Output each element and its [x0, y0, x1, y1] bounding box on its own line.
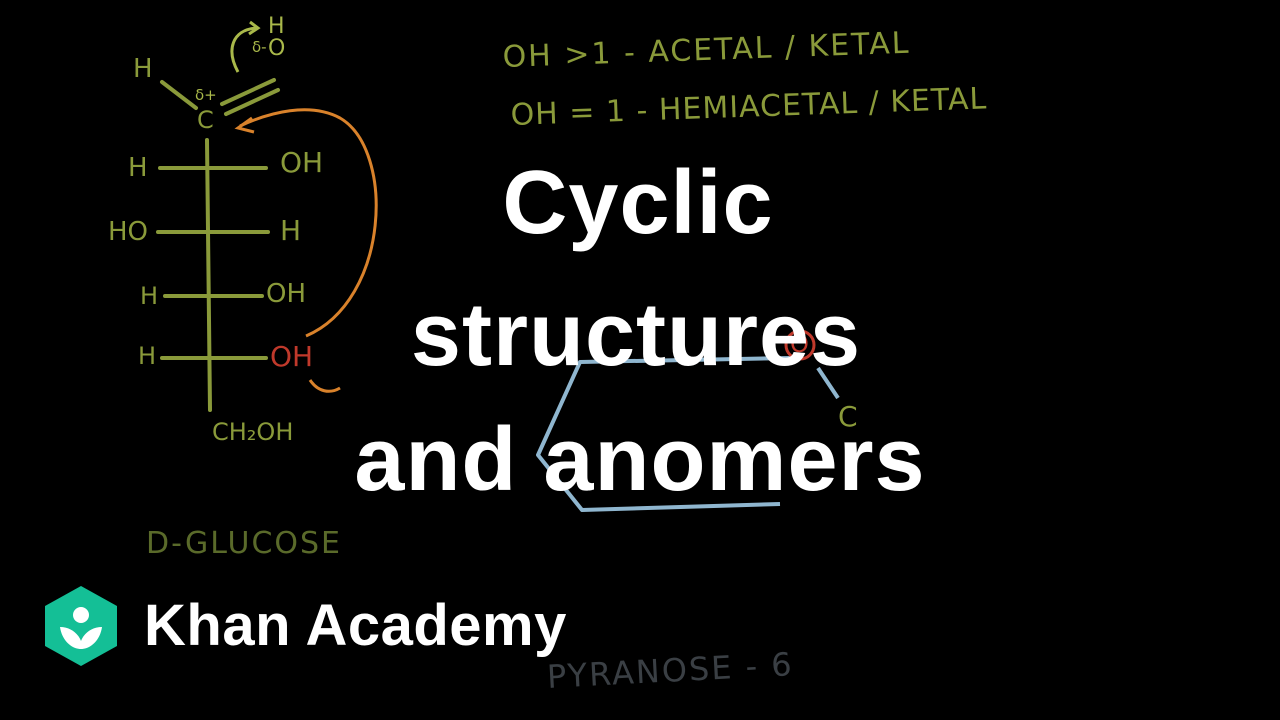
fischer-row-1-left: H: [128, 153, 148, 183]
fischer-row-4-right: OH: [270, 340, 314, 373]
fischer-row-4-left: H: [138, 342, 157, 370]
delta-minus: δ-: [252, 38, 267, 56]
brand-name: Khan Academy: [144, 593, 567, 658]
fischer-row-1-right: OH: [280, 146, 324, 179]
video-title-line-2: structures: [410, 285, 862, 385]
molecule-label: D-GLUCOSE: [146, 526, 343, 561]
video-title-line-1: Cyclic: [502, 153, 774, 253]
dipole-arrow: [230, 26, 257, 73]
fischer-bottom: CH₂OH: [212, 418, 294, 446]
fischer-carbon: C: [197, 106, 214, 134]
fischer-row-2-left: HO: [108, 217, 149, 247]
fischer-top-h: H: [133, 54, 153, 84]
fischer-aldehyde-oxygen: H O: [268, 14, 289, 61]
fischer-row-3-right: OH: [266, 279, 307, 309]
ring-carbon: C: [838, 400, 858, 433]
khan-academy-leaf-icon: [45, 586, 117, 666]
fischer-row-2-right: H: [280, 214, 302, 247]
attack-arrow: [239, 108, 378, 338]
khan-academy-brand: Khan Academy: [40, 586, 567, 666]
pyranose-ring: [536, 356, 840, 512]
ring-oxygen: O: [790, 330, 809, 358]
fischer-projection: [156, 78, 280, 412]
small-arrow: [308, 379, 341, 393]
fischer-row-3-left: H: [140, 282, 159, 310]
ring-oxygen-circle: [784, 329, 816, 361]
delta-plus: δ+: [195, 86, 217, 104]
video-title-line-3: and anomers: [354, 410, 926, 510]
